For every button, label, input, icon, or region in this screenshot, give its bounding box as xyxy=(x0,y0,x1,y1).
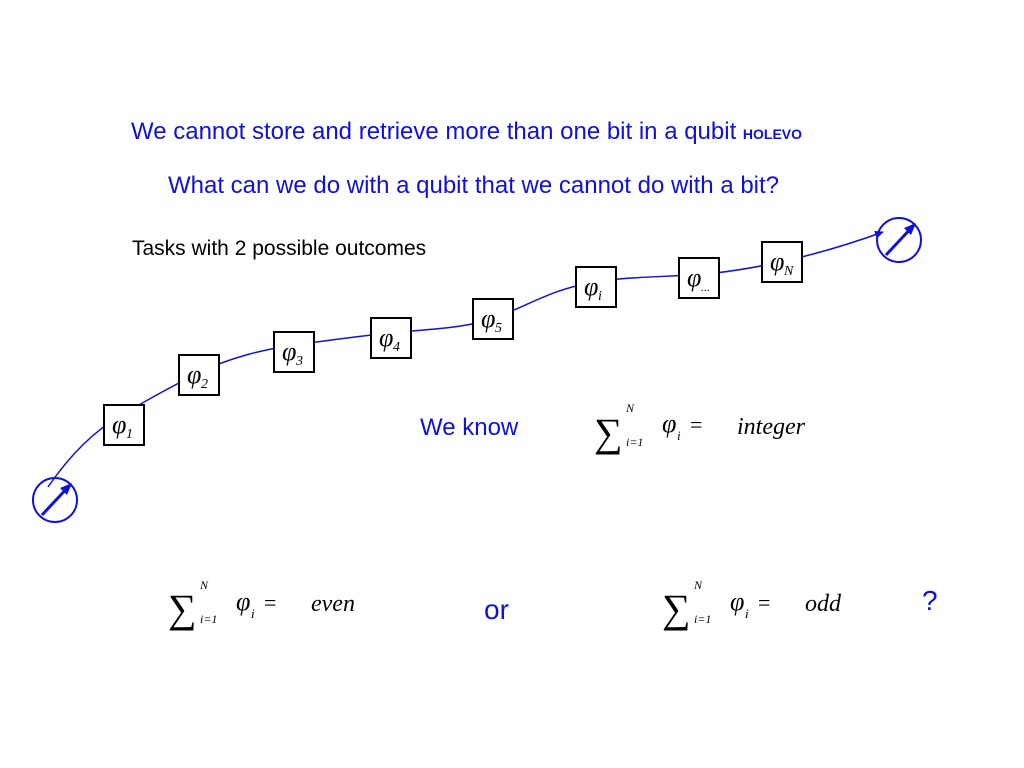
phase-symbol: φ xyxy=(770,247,784,276)
holevo-tag: HOLEVO xyxy=(742,126,803,142)
sum-lower: i=1 xyxy=(694,612,711,626)
phase-box-frame xyxy=(472,298,514,340)
phase-subscript: 5 xyxy=(495,321,502,336)
phi-term-sub: i xyxy=(251,606,255,621)
phase-symbol: φ xyxy=(379,323,393,352)
phase-box-frame xyxy=(370,317,412,359)
title-line-2: What can we do with a qubit that we cann… xyxy=(168,172,780,199)
phase-box: φ... xyxy=(678,257,720,299)
sum-lower: i=1 xyxy=(626,435,643,449)
title-line-1-text: We cannot store and retrieve more than o… xyxy=(131,118,737,145)
tasks-label: Tasks with 2 possible outcomes xyxy=(132,237,427,260)
formula-known: ∑ N i=1 φ i = integer xyxy=(594,401,806,455)
phi-term: φ xyxy=(662,409,676,438)
formula-odd: ∑ N i=1 φ i = odd xyxy=(662,578,842,631)
formula-even: ∑ N i=1 φ i = even xyxy=(168,578,355,631)
sum-symbol: ∑ xyxy=(662,586,691,631)
question-mark: ? xyxy=(922,585,938,616)
phase-box-frame xyxy=(273,331,315,373)
result-integer: integer xyxy=(737,414,806,440)
phase-box-frame xyxy=(761,241,803,283)
sum-upper: N xyxy=(693,578,703,592)
phase-box-frame xyxy=(678,257,720,299)
phase-subscript: 3 xyxy=(295,354,303,369)
phase-subscript: ... xyxy=(701,280,710,294)
phase-subscript: 1 xyxy=(126,427,133,442)
or-label: or xyxy=(484,594,509,625)
sum-upper: N xyxy=(199,578,209,592)
qubit-end-icon xyxy=(876,217,922,263)
phase-box-frame xyxy=(103,404,145,446)
phase-symbol: φ xyxy=(481,304,495,333)
equals-sign: = xyxy=(690,412,702,437)
title-line-1: We cannot store and retrieve more than o… xyxy=(131,118,802,146)
phase-subscript: i xyxy=(598,289,602,304)
equals-sign: = xyxy=(264,590,276,615)
we-know-label: We know xyxy=(420,414,519,441)
sum-symbol: ∑ xyxy=(594,410,623,455)
qubit-start-icon xyxy=(32,477,78,523)
qubit-trajectory xyxy=(47,230,884,488)
result-odd: odd xyxy=(805,591,842,617)
equals-sign: = xyxy=(758,590,770,615)
phase-subscript: N xyxy=(783,264,794,279)
sum-symbol: ∑ xyxy=(168,586,197,631)
phase-symbol: φ xyxy=(687,263,701,292)
phi-term: φ xyxy=(236,587,250,616)
sum-upper: N xyxy=(625,401,635,415)
phi-term-sub: i xyxy=(745,606,749,621)
phi-term: φ xyxy=(730,587,744,616)
phase-symbol: φ xyxy=(187,360,201,389)
phase-subscript: 2 xyxy=(201,377,208,392)
phase-subscript: 4 xyxy=(393,340,400,355)
phase-box-frame xyxy=(178,354,220,396)
phase-symbol: φ xyxy=(282,337,296,366)
phase-symbol: φ xyxy=(584,272,598,301)
sum-lower: i=1 xyxy=(200,612,217,626)
phase-symbol: φ xyxy=(112,410,126,439)
phase-box-frame xyxy=(575,266,617,308)
phi-term-sub: i xyxy=(677,428,681,443)
result-even: even xyxy=(311,591,355,617)
